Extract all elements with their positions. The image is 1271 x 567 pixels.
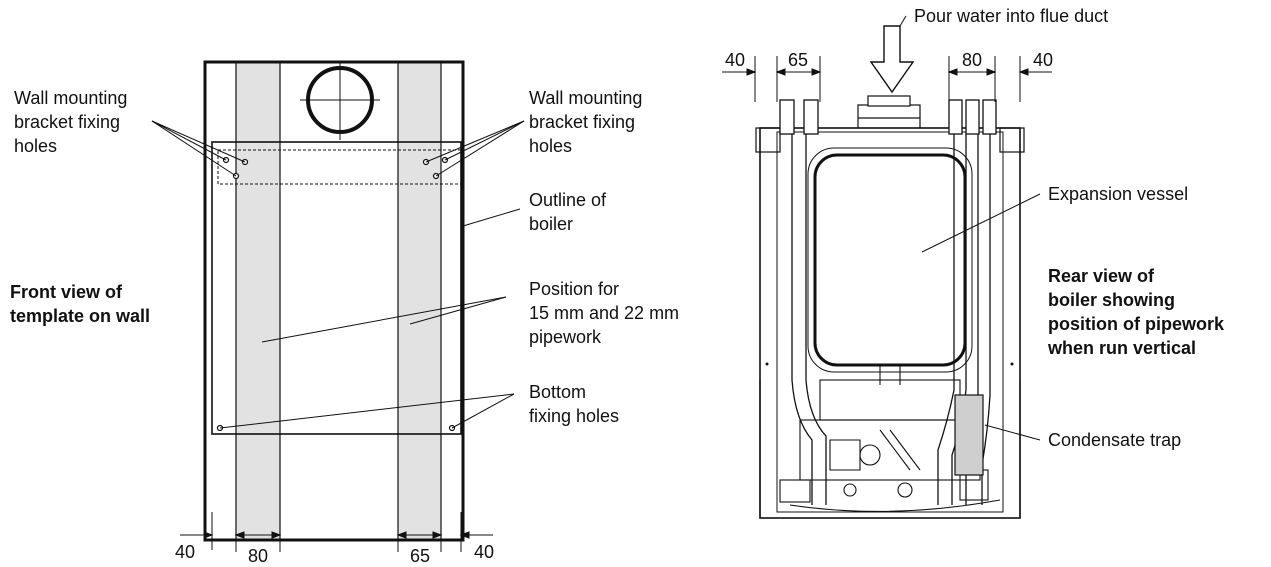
expansion-vessel [813, 153, 967, 367]
front-dim-40-right: 40 [474, 542, 494, 562]
rear-leader-lines [921, 193, 1041, 441]
boiler-outline-label: Outline of boiler [529, 190, 611, 234]
template-outline [203, 60, 465, 542]
bottom-fixing-holes-label: Bottom fixing holes [529, 382, 619, 426]
front-view-title: Front view of template on wall [10, 282, 150, 326]
rear-dim-40-right: 40 [1033, 50, 1053, 70]
front-dimension-lines [180, 512, 493, 552]
front-view-template: Wall mounting bracket fixing holes Wall … [10, 60, 684, 566]
condensate-trap [954, 394, 984, 476]
mounting-bracket-area [217, 149, 462, 185]
pipe-band-right [397, 61, 442, 541]
flue-note-label: Pour water into flue duct [914, 6, 1108, 26]
rear-dim-80: 80 [962, 50, 982, 70]
casing-inner [776, 131, 1004, 513]
flue-duct [857, 95, 921, 132]
front-leader-lines [151, 120, 525, 429]
rear-dimension-lines [722, 56, 1052, 102]
rear-view-title: Rear view of boiler showing position of … [1047, 266, 1229, 358]
mounting-holes-right-label: Wall mounting bracket fixing holes [529, 88, 647, 156]
flue-circle [300, 62, 380, 140]
rear-view-boiler: Pour water into flue duct 40 65 80 40 Ex… [722, 6, 1229, 519]
expansion-vessel-label: Expansion vessel [1048, 184, 1188, 204]
front-dim-80: 80 [248, 546, 268, 566]
side-brackets [755, 127, 1025, 518]
boiler-outline [211, 141, 462, 435]
pipework-position-label: Position for 15 mm and 22 mm pipework [529, 279, 684, 347]
front-dim-65: 65 [410, 546, 430, 566]
mounting-holes-left-label: Wall mounting bracket fixing holes [14, 88, 132, 156]
rear-dim-65: 65 [788, 50, 808, 70]
rear-dim-40-left: 40 [725, 50, 745, 70]
front-dim-40-left: 40 [175, 542, 195, 562]
condensate-trap-label: Condensate trap [1048, 430, 1181, 450]
pipe-band-left [235, 61, 281, 541]
flue-pour-arrow [869, 15, 915, 94]
